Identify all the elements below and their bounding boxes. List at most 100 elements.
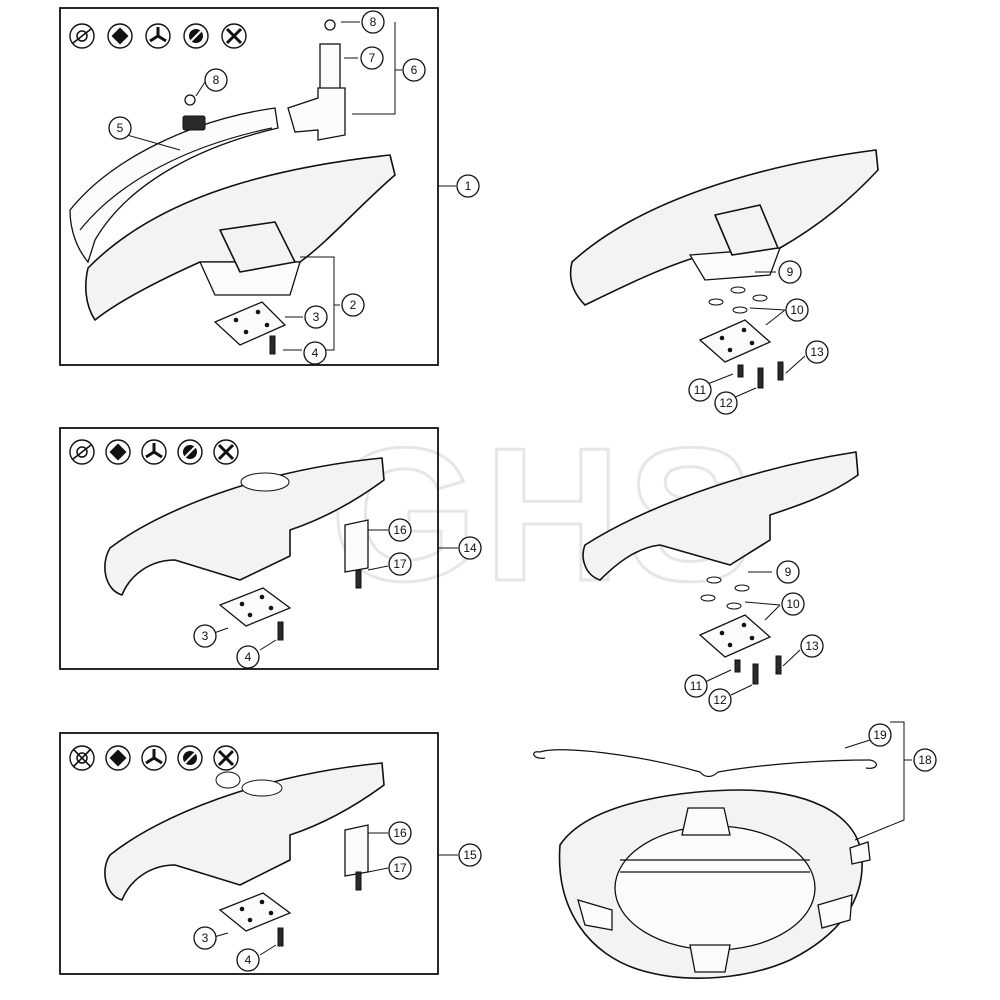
svg-text:2: 2: [350, 298, 357, 312]
clamp-lower: [344, 824, 369, 877]
clamp-lower: [287, 87, 346, 141]
spring-wire: [539, 749, 871, 778]
callout-18: 18: [913, 748, 937, 772]
deflector-guard: [104, 762, 385, 901]
svg-text:16: 16: [393, 523, 407, 537]
clamp-upper: [319, 43, 341, 90]
screw: [277, 927, 284, 947]
screw: [737, 364, 744, 378]
callout-3: 3: [193, 624, 217, 648]
svg-text:13: 13: [810, 345, 824, 359]
four-tooth-blade-icon: [221, 23, 247, 49]
callout-7: 7: [360, 46, 384, 70]
trimmer-head-crossed-icon: [69, 745, 95, 771]
callout-17: 17: [388, 856, 412, 880]
mounting-plate: [218, 892, 292, 932]
callout-19: 19: [868, 723, 892, 747]
callout-4: 4: [236, 645, 260, 669]
square-blade-icon: [105, 439, 131, 465]
callout-1: 1: [456, 174, 480, 198]
guard-cover-clip: [182, 115, 206, 131]
callout-12: 12: [708, 688, 732, 712]
four-tooth-blade-icon: [213, 439, 239, 465]
callout-8: 8: [204, 68, 228, 92]
panel-3-frame: [59, 732, 439, 975]
panel-2-icon-row: [69, 439, 239, 465]
svg-text:10: 10: [786, 597, 800, 611]
screw: [777, 361, 784, 381]
callout-17: 17: [388, 552, 412, 576]
svg-text:3: 3: [202, 931, 209, 945]
svg-text:11: 11: [694, 383, 707, 397]
mounting-plate: [698, 614, 772, 658]
callout-6: 6: [402, 58, 426, 82]
callout-14: 14: [458, 536, 482, 560]
bolt: [324, 19, 336, 31]
callout-9: 9: [776, 560, 800, 584]
three-tooth-blade-icon: [145, 23, 171, 49]
svg-text:16: 16: [393, 826, 407, 840]
svg-text:17: 17: [393, 861, 407, 875]
three-tooth-blade-icon: [141, 745, 167, 771]
svg-text:19: 19: [873, 728, 887, 742]
svg-text:3: 3: [313, 310, 320, 324]
svg-text:12: 12: [719, 396, 733, 410]
disc-hook: [849, 841, 871, 865]
three-tooth-blade-icon: [141, 439, 167, 465]
callout-10: 10: [781, 592, 805, 616]
svg-text:4: 4: [245, 953, 252, 967]
callout-12: 12: [714, 391, 738, 415]
callout-8: 8: [361, 10, 385, 34]
callout-4: 4: [303, 341, 327, 365]
callout-9: 9: [778, 260, 802, 284]
svg-text:9: 9: [787, 265, 794, 279]
mounting-plate: [213, 301, 287, 346]
disc-center-opening: [614, 825, 816, 951]
square-blade-icon: [105, 745, 131, 771]
panel-3-icon-row: [69, 745, 239, 771]
four-tooth-blade-icon: [213, 745, 239, 771]
screw: [269, 335, 276, 355]
svg-text:11: 11: [690, 679, 703, 693]
circle-blade-icon: [177, 745, 203, 771]
svg-text:8: 8: [370, 15, 377, 29]
callout-16: 16: [388, 821, 412, 845]
svg-text:18: 18: [918, 753, 932, 767]
callout-3: 3: [304, 305, 328, 329]
callout-13: 13: [805, 340, 829, 364]
callout-15: 15: [458, 843, 482, 867]
svg-text:1: 1: [465, 179, 472, 193]
svg-text:3: 3: [202, 629, 209, 643]
screw: [277, 621, 284, 641]
circle-blade-icon: [177, 439, 203, 465]
svg-text:17: 17: [393, 557, 407, 571]
svg-text:13: 13: [805, 639, 819, 653]
svg-text:4: 4: [312, 346, 319, 360]
callout-5: 5: [108, 116, 132, 140]
bolt: [184, 94, 196, 106]
trimmer-head-icon: [69, 439, 95, 465]
callout-2: 2: [341, 293, 365, 317]
screw: [775, 655, 782, 675]
screw: [355, 569, 362, 589]
deflector-guard: [104, 457, 385, 596]
callout-11: 11: [684, 674, 708, 698]
panel-1-icon-row: [69, 23, 247, 49]
svg-text:8: 8: [213, 73, 220, 87]
trimmer-head-icon: [69, 23, 95, 49]
svg-text:4: 4: [245, 650, 252, 664]
callout-11: 11: [688, 378, 712, 402]
screw: [734, 659, 741, 673]
callout-16: 16: [388, 518, 412, 542]
svg-text:15: 15: [463, 848, 477, 862]
callout-13: 13: [800, 634, 824, 658]
clamp-lower: [344, 519, 369, 573]
screw: [752, 663, 759, 685]
guard-variant-b: [582, 451, 859, 581]
svg-text:14: 14: [463, 541, 477, 555]
circle-blade-icon: [183, 23, 209, 49]
svg-text:12: 12: [713, 693, 727, 707]
callout-10: 10: [785, 298, 809, 322]
screw: [355, 871, 362, 891]
